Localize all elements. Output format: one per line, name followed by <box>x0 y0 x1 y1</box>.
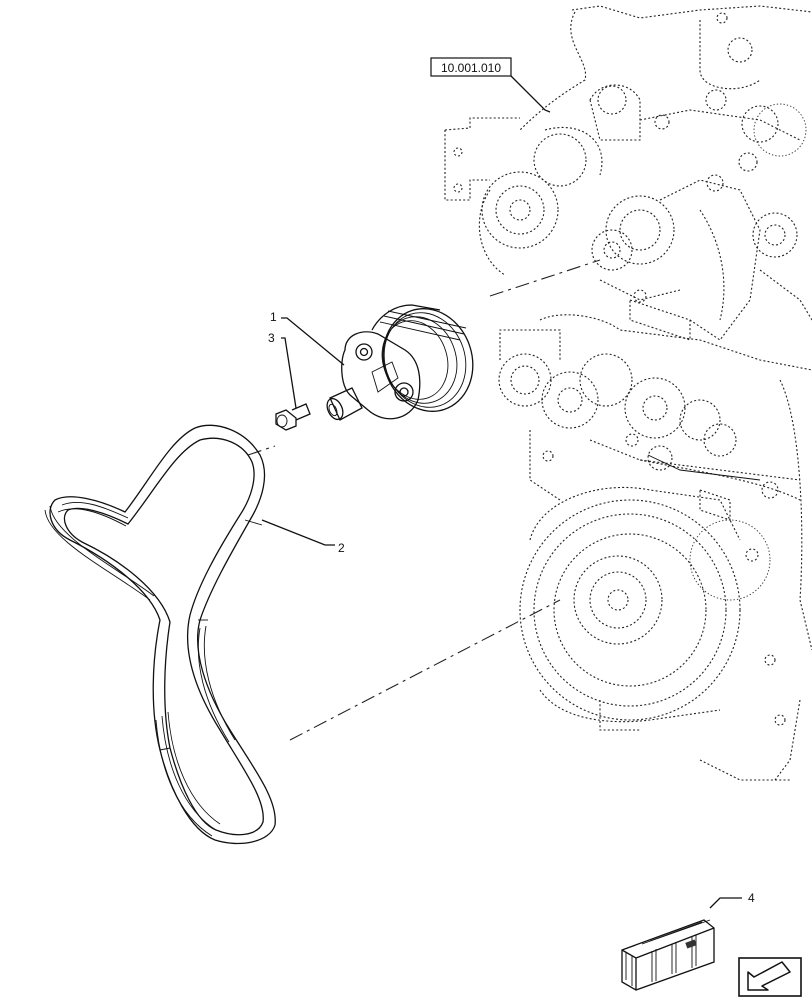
belt-routing-line <box>289 599 561 741</box>
pulley-axis-line <box>489 259 601 297</box>
reference-leader-line <box>510 75 551 113</box>
callout-leaders <box>261 317 742 909</box>
crate-box-icon[interactable] <box>621 919 715 991</box>
serpentine-belt-part[interactable] <box>44 424 276 845</box>
tensioner-pulley-part[interactable] <box>324 297 486 423</box>
callout-3[interactable]: 3 <box>268 331 275 345</box>
callout-1[interactable]: 1 <box>270 310 277 324</box>
bolt-axis-line <box>247 445 276 456</box>
reference-label-box[interactable]: 10.001.010 <box>430 57 512 77</box>
callout-4[interactable]: 4 <box>748 891 755 905</box>
callout-2[interactable]: 2 <box>338 541 345 555</box>
engine-assembly <box>444 5 812 781</box>
reference-label-text: 10.001.010 <box>441 61 501 75</box>
flange-bolt-part[interactable] <box>275 403 311 431</box>
arrow-back-icon[interactable] <box>738 957 802 997</box>
